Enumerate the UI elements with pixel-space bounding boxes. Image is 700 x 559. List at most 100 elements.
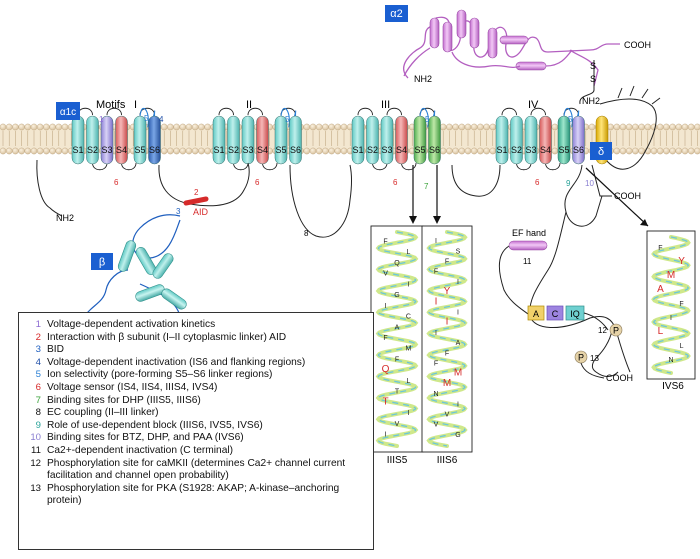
label-4: 4 — [159, 115, 164, 124]
i-ii-linker — [158, 162, 250, 207]
delta-label: δ — [598, 146, 604, 158]
label-2: 2 — [194, 188, 199, 197]
helix-1-residue: V — [395, 421, 400, 428]
domain-2-segment-s6-label: S6 — [290, 145, 301, 155]
label-6-ii: 6 — [255, 178, 260, 187]
label-6-iv: 6 — [535, 178, 540, 187]
helix-1-residue: I — [385, 303, 387, 310]
label-5-iv: 5 — [568, 115, 573, 124]
phospho-site-12 — [609, 323, 623, 337]
helix-1-residue: A — [395, 324, 400, 331]
arrow-iiis6-head — [433, 216, 441, 224]
domain-2-segment-s6 — [289, 115, 302, 165]
alpha2-nh2: NH2 — [414, 74, 432, 84]
legend-item-number: 4 — [35, 356, 41, 368]
helix-3-residue: Y — [678, 256, 685, 267]
domain-4-segment-s6-label: S6 — [573, 145, 584, 155]
helix-ribbon-edge-1 — [377, 231, 417, 447]
ef-hand-label: EF hand — [512, 228, 546, 238]
helix-1-residue: L — [406, 249, 410, 256]
helix-label-iiis6: IIIS6 — [437, 455, 458, 466]
label-5-ii: 5 — [285, 115, 290, 124]
domain-3-segment-s4 — [395, 115, 408, 165]
iii-iv-linker — [451, 164, 501, 197]
domain-2-segment-s2 — [227, 115, 240, 165]
c-terminal-tail-distal — [529, 315, 631, 373]
helix-2-residue: F — [445, 259, 449, 266]
domain-2-segment-s5-label: S5 — [275, 145, 286, 155]
motif-c-box — [546, 305, 564, 321]
legend-item-label: Voltage-dependent activation kinetics — [47, 319, 216, 330]
helix-1-residue: F — [383, 238, 387, 245]
pka-tail — [580, 362, 605, 379]
legend-item-number: 1 — [35, 319, 41, 330]
domain-4-segment-s2 — [510, 115, 523, 165]
helix-2-residue: I — [457, 310, 459, 317]
domain-4-segment-s3 — [524, 115, 538, 165]
domain-2-segment-s4 — [256, 115, 269, 165]
legend-item-number: 3 — [35, 344, 41, 356]
helix-1-residue: Q — [382, 364, 390, 375]
domain-2-segment-s5 — [274, 115, 288, 165]
legend-item-number: 13 — [30, 482, 41, 494]
beta-subunit — [75, 214, 187, 327]
helix-1-residue: F — [383, 335, 387, 342]
phospho-13-label: P — [578, 353, 584, 363]
label-13: 13 — [590, 354, 599, 363]
domain-iii-label: III — [381, 99, 390, 111]
helix-3-residue: A — [657, 284, 664, 295]
helix-1-residue: Q — [394, 260, 400, 267]
label-10: 10 — [585, 179, 594, 188]
label-6-i: 6 — [114, 178, 119, 187]
arrow-iiis5-head — [409, 216, 417, 224]
motif-iq-label: IQ — [570, 309, 580, 319]
domain-ii-label: II — [246, 99, 252, 111]
legend-item-label: Phosphorylation site for PKA (S1928: AKA… — [47, 482, 340, 507]
domain-1-segment-s3-label: S3 — [101, 145, 112, 155]
helix-3-residue: I — [670, 315, 672, 322]
legend-item-label: Ion selectivity (pore-forming S5–S6 link… — [47, 369, 273, 381]
helix-3-residue: L — [658, 326, 664, 337]
helix-2-residue: F — [445, 350, 449, 357]
legend-item-label: Binding sites for BTZ, DHP, and PAA (IVS… — [47, 432, 244, 444]
domain-2-loop-4 — [262, 162, 278, 171]
domain-3-segment-s5 — [413, 115, 427, 165]
helical-wheel-panels: FLQVIGICAFMFQLTTIVIISFFIYIIIIAFFMMNIVVGF… — [370, 225, 696, 453]
helix-2-residue: F — [434, 361, 438, 368]
ii-iii-linker — [289, 164, 352, 238]
domain-2-segment-s4-label: S4 — [257, 145, 268, 155]
legend-item-number: 10 — [30, 432, 41, 444]
ivs6-tail — [564, 164, 603, 227]
c-terminal-tail — [529, 211, 567, 317]
label-5-iii: 5 — [425, 115, 430, 124]
motif-a-box — [527, 305, 545, 321]
aid-label: AID — [193, 207, 209, 217]
helix-2-residue: I — [435, 238, 437, 245]
domain-1-segment-s2 — [86, 115, 99, 165]
helix-2-residue: F — [434, 269, 438, 276]
ef-hand-helix — [508, 240, 548, 251]
alpha2-subunit — [403, 9, 620, 87]
domain-3-loop-2 — [372, 162, 388, 171]
delta-to-cooh — [591, 164, 612, 197]
domain-4-loop-1 — [501, 107, 517, 116]
alpha2-label: α2 — [390, 8, 402, 20]
helix-label-iiis5: IIIS5 — [387, 455, 408, 466]
label-12: 12 — [598, 326, 607, 335]
helix-2-residue: M — [443, 378, 451, 389]
domain-1-segment-s6-label: S6 — [149, 145, 160, 155]
domain-2-loop-2 — [233, 162, 249, 171]
domain-1-loop-4 — [121, 162, 137, 171]
domain-4-segment-s4-label: S4 — [540, 145, 551, 155]
motifs-label: Motifs — [96, 99, 126, 111]
domain-1-loop-2 — [92, 162, 108, 171]
legend-item-label: Voltage-dependent inactivation (IS6 and … — [47, 356, 306, 368]
helix-ribbon-edge-2 — [428, 231, 466, 447]
domain-1-segment-s1-label: S1 — [72, 145, 83, 155]
label-8: 8 — [304, 229, 309, 238]
helix-1-residue: G — [394, 292, 399, 299]
